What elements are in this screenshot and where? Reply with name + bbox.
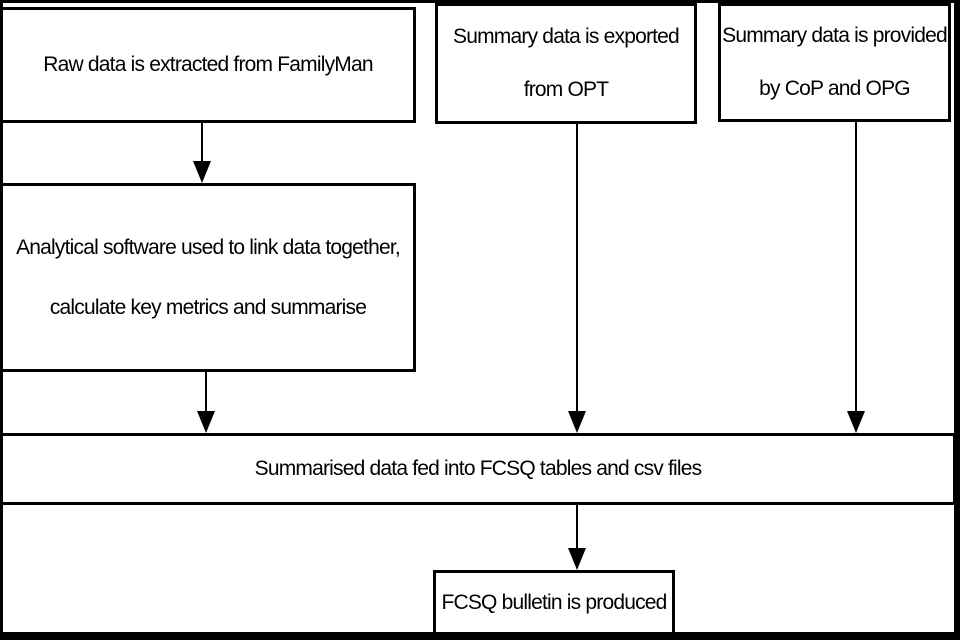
- node-label-line-2: calculate key metrics and summarise: [49, 295, 367, 319]
- node-label: Raw data is extracted from FamilyMan: [43, 53, 373, 76]
- node-raw-data-familyman: Raw data is extracted from FamilyMan: [0, 7, 416, 123]
- arrow-head-icon: [193, 161, 211, 183]
- arrow-line: [576, 124, 578, 422]
- arrow-head-icon: [847, 411, 865, 433]
- node-label-line-2: by CoP and OPG: [759, 76, 910, 100]
- arrow-line: [855, 122, 857, 422]
- node-fcsq-tables-csv: Summarised data fed into FCSQ tables and…: [0, 433, 956, 505]
- arrow-head-icon: [197, 411, 215, 433]
- node-fcsq-bulletin: FCSQ bulletin is produced: [433, 570, 675, 636]
- node-summary-data-cop-opg: Summary data is provided by CoP and OPG: [718, 3, 951, 122]
- node-label: Summarised data fed into FCSQ tables and…: [254, 457, 703, 480]
- frame-border-top: [0, 0, 960, 3]
- node-label-line-2: from OPT: [523, 77, 609, 101]
- node-analytical-software: Analytical software used to link data to…: [0, 183, 416, 372]
- node-summary-data-opt: Summary data is exported from OPT: [435, 3, 697, 124]
- node-label-line-1: Summary data is exported: [453, 25, 680, 48]
- arrow-head-icon: [568, 411, 586, 433]
- arrow-line: [576, 505, 578, 557]
- frame-border-right: [954, 0, 960, 640]
- arrow-line: [201, 123, 203, 173]
- node-label-line-1: Analytical software used to link data to…: [16, 235, 401, 259]
- node-label-line-1: Summary data is provided: [722, 24, 948, 47]
- arrow-head-icon: [568, 548, 586, 570]
- arrow-line: [205, 372, 207, 422]
- frame-border-bottom: [0, 632, 960, 640]
- frame-border-left: [0, 0, 3, 640]
- node-label: FCSQ bulletin is produced: [441, 591, 667, 614]
